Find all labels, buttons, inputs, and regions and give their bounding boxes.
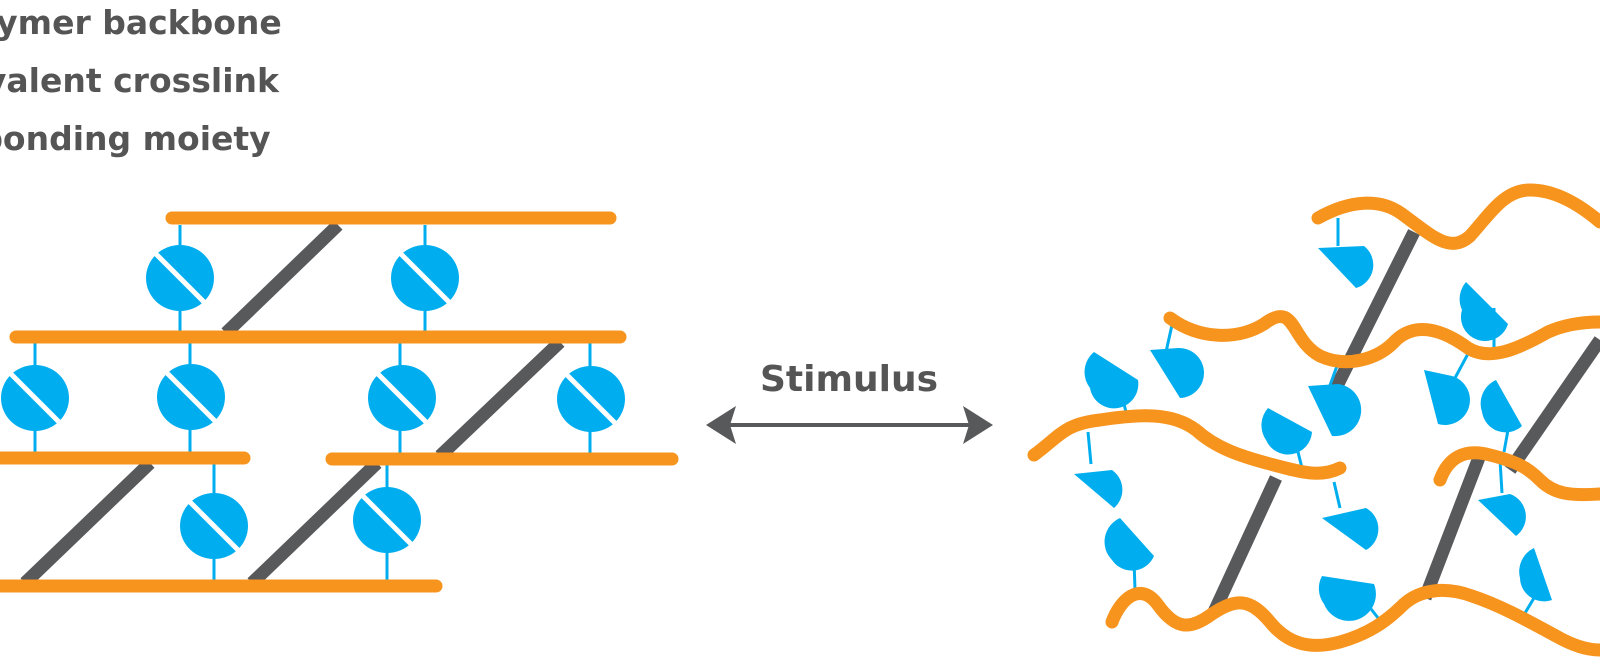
hbond-half xyxy=(1104,518,1154,571)
hbond-half xyxy=(1480,380,1522,433)
hbond-pair xyxy=(1,365,69,431)
hbond-pair xyxy=(157,364,225,430)
stimulus-label: Stimulus xyxy=(760,359,939,400)
backbones-left xyxy=(0,211,679,593)
hbond-half xyxy=(1459,282,1508,342)
hbond-half xyxy=(1478,494,1526,536)
polymer-backbone xyxy=(1027,409,1347,480)
polymer-backbone xyxy=(1311,183,1600,250)
hbond-half xyxy=(1318,576,1376,621)
legend-moiety-label: H-bonding moiety xyxy=(0,119,271,158)
crosslink xyxy=(1208,475,1282,615)
arrowhead-right-icon xyxy=(963,406,993,444)
disordered-network xyxy=(1027,183,1600,657)
ordered-network xyxy=(0,211,679,593)
stimulus-arrow xyxy=(706,406,993,444)
hbond-half xyxy=(1318,246,1374,288)
crosslink xyxy=(435,337,565,461)
hbond-half xyxy=(1519,548,1552,602)
hbond-half xyxy=(1424,370,1470,425)
hbond-pair xyxy=(180,493,248,559)
paired-moieties xyxy=(1,245,625,559)
crosslink xyxy=(247,458,382,588)
hbond-half xyxy=(1261,408,1312,455)
hbond-half xyxy=(1074,470,1123,508)
hbond-half xyxy=(1322,508,1379,550)
polymer-backbone xyxy=(1105,584,1600,657)
dissociated-moieties xyxy=(1074,246,1552,621)
legend-backbone-label: Polymer backbone xyxy=(0,3,282,42)
hbond-pair xyxy=(353,487,421,553)
hbond-half xyxy=(1150,347,1205,398)
crosslink xyxy=(1418,452,1487,601)
hbond-half xyxy=(1084,352,1139,409)
hbond-pair xyxy=(368,365,436,431)
hbond-pair xyxy=(557,366,625,432)
backbones-right xyxy=(1027,183,1600,657)
arrowhead-left-icon xyxy=(706,406,736,444)
crosslink xyxy=(20,458,155,588)
crosslinks-left xyxy=(20,220,565,588)
hbond-pair xyxy=(146,245,214,311)
polymer-backbone xyxy=(1433,446,1600,502)
polymer-backbone xyxy=(1163,310,1600,369)
hbond-half xyxy=(1308,384,1362,437)
crosslink xyxy=(221,220,343,338)
hbond-pair xyxy=(391,245,459,311)
crosslink xyxy=(1504,336,1600,474)
legend-crosslink-label: Covalent crosslink xyxy=(0,61,279,100)
